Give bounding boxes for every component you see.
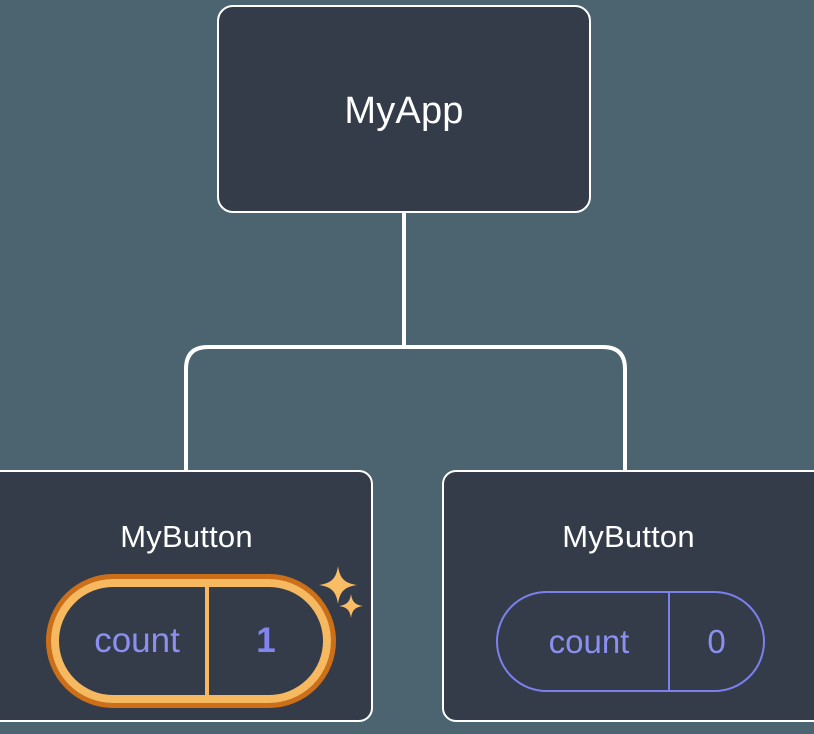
- tree-node-child-right[interactable]: MyButton count 0: [442, 470, 814, 722]
- state-pill-value-label: 1: [256, 621, 276, 660]
- state-pill-inner: count 1: [51, 579, 331, 703]
- state-pill-key-cell: count: [59, 587, 209, 695]
- state-pill-plain[interactable]: count 0: [496, 591, 765, 692]
- sparkle-icon-large: [319, 566, 357, 604]
- tree-node-root[interactable]: MyApp: [217, 5, 591, 213]
- connector-child-bracket: [184, 345, 627, 470]
- node-child-right-label: MyButton: [562, 519, 695, 554]
- state-pill-value-label: 0: [707, 622, 726, 660]
- sparkle-icon-small: [339, 594, 363, 618]
- node-root-label: MyApp: [344, 90, 464, 132]
- state-pill-key-label: count: [94, 621, 180, 660]
- node-child-left-label: MyButton: [120, 519, 253, 554]
- tree-node-child-left[interactable]: MyButton count 1: [0, 470, 373, 722]
- state-pill-key-cell: count: [498, 593, 670, 690]
- state-pill-value-cell: 1: [209, 587, 323, 695]
- state-pill-key-label: count: [548, 622, 630, 660]
- state-pill-value-cell: 0: [670, 593, 763, 690]
- state-pill-highlighted[interactable]: count 1: [46, 574, 336, 708]
